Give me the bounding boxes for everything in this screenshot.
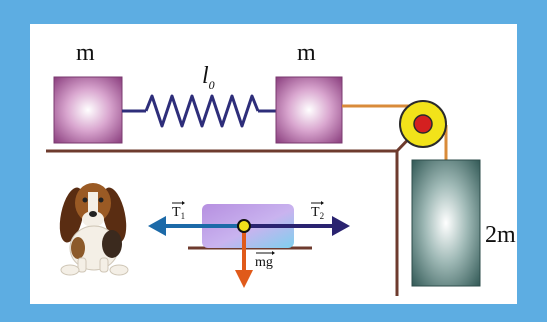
tension-1-arrowhead: [148, 216, 166, 236]
spring: [122, 94, 276, 128]
spring-length-label: l0: [202, 63, 215, 92]
block-m-left: [53, 76, 123, 144]
center-of-mass-dot: [237, 219, 251, 233]
block-2m: [411, 159, 481, 287]
tension-1-label: T1: [172, 205, 185, 221]
tension-2-arrowhead: [332, 216, 350, 236]
free-body-diagram: T1 T2 mg: [148, 201, 350, 288]
weight-label: mg: [255, 255, 273, 270]
beagle-dog-illustration: [59, 183, 129, 276]
block-m-right: [275, 76, 343, 144]
mass-right-label: m: [297, 40, 316, 66]
weight-arrowhead: [235, 270, 253, 288]
mass-hanging-label: 2m: [485, 222, 516, 248]
mass-left-label: m: [76, 40, 95, 66]
pulley-icon: [399, 100, 447, 148]
tension-2-label: T2: [311, 205, 324, 221]
